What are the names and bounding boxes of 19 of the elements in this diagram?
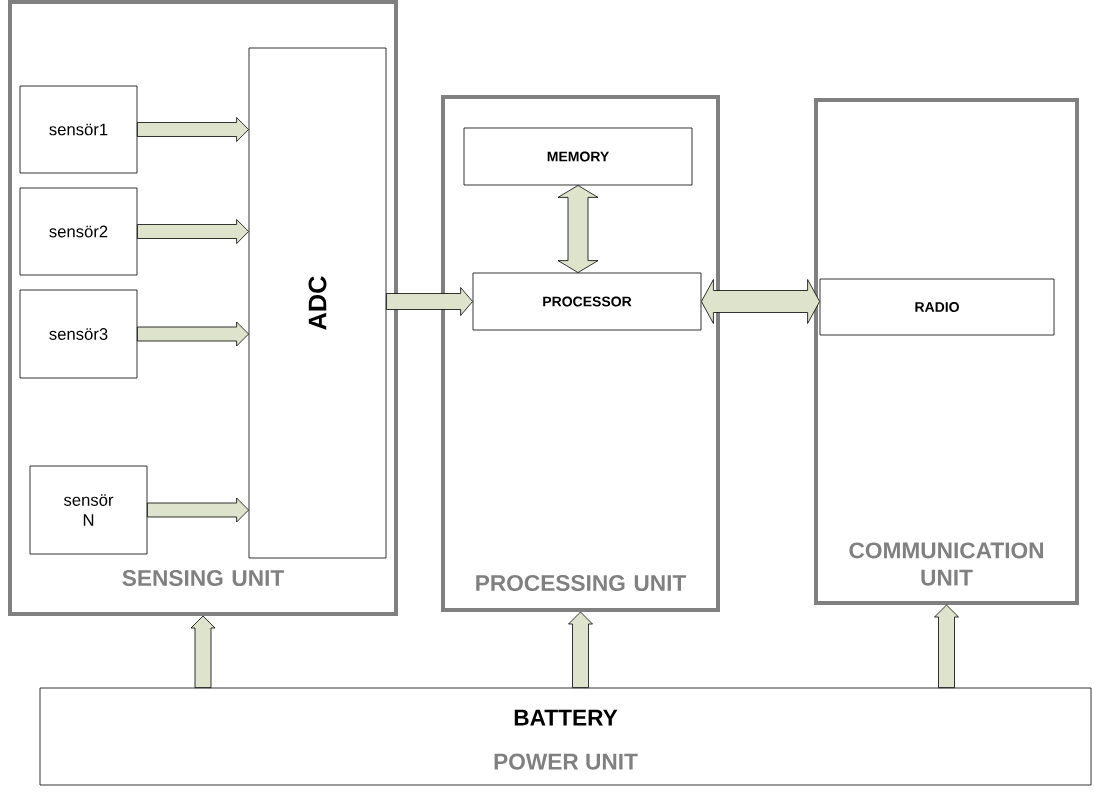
block-box: sensör N <box>29 465 148 555</box>
block-box: sensör1 <box>19 85 138 174</box>
block-arrow <box>137 117 249 142</box>
block-box: ADC <box>248 47 387 559</box>
block-box: RADIO <box>819 278 1055 336</box>
block-arrow <box>701 279 820 324</box>
block-arrow <box>557 185 599 273</box>
block-arrow <box>934 604 959 688</box>
block-arrow <box>147 497 249 523</box>
block-box: PROCESSOR <box>472 272 702 331</box>
block-arrow <box>190 615 216 688</box>
power-box: BATTERY POWER UNIT <box>39 687 1092 786</box>
block-arrow <box>386 287 473 316</box>
block-box: MEMORY <box>463 127 693 186</box>
block-arrow <box>137 321 249 347</box>
block-box: sensör3 <box>19 289 138 379</box>
block-arrow <box>568 611 593 688</box>
block-arrow <box>137 219 249 244</box>
block-box: sensör2 <box>19 187 138 276</box>
